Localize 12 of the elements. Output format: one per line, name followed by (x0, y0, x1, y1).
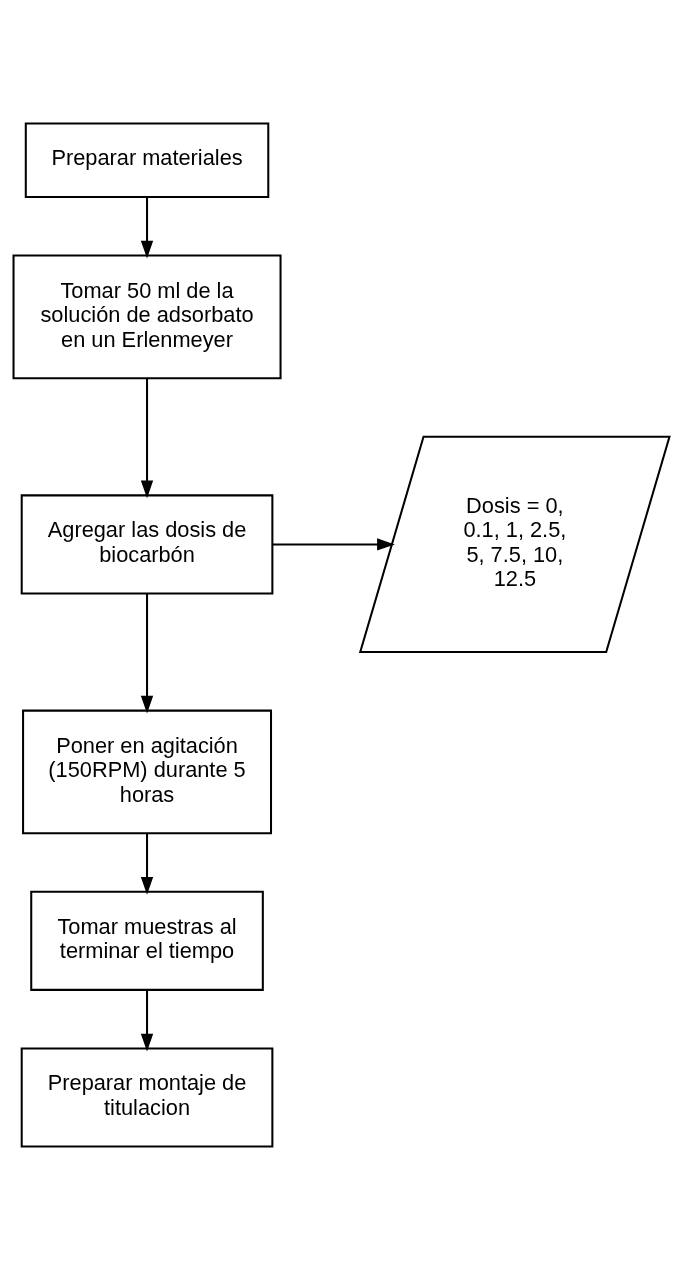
arrow (140, 594, 154, 714)
arrow (140, 197, 154, 259)
node-box: Preparar montaje de titulacion (20, 1047, 274, 1148)
node-box: Agregar las dosis de biocarbón (20, 494, 274, 595)
arrow (140, 990, 154, 1052)
arrow (140, 833, 154, 895)
node-box: Tomar muestras al terminar el tiempo (30, 890, 264, 991)
node-box: Preparar materiales (24, 122, 270, 199)
arrow (272, 538, 395, 551)
node-box: Tomar 50 ml de la solución de adsorbato en un Erlenmeyer (12, 254, 282, 380)
arrow (140, 378, 154, 499)
node-box: Poner en agitación (150RPM) durante 5 horas (22, 709, 273, 835)
